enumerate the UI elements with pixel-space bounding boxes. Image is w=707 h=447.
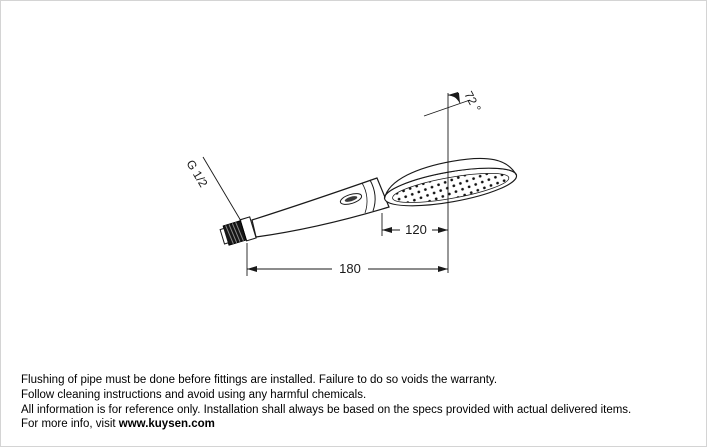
angle-dimension-72: 72 ° (424, 89, 484, 116)
handle-button (339, 191, 363, 206)
dimension-180: 180 (247, 243, 448, 276)
angle-label: 72 ° (461, 89, 484, 115)
dimension-120: 120 (382, 213, 448, 237)
hand-shower-illustration (219, 151, 519, 248)
footer-notes: Flushing of pipe must be done before fit… (21, 373, 691, 432)
note-warranty: Flushing of pipe must be done before fit… (21, 374, 498, 386)
shower-technical-drawing: 72 ° G 1/2 120 180 (183, 89, 707, 276)
note-more-info: For more info, visit www.kuysen.com (21, 417, 691, 432)
spray-face-nozzles (391, 167, 511, 208)
spray-head-cap (380, 151, 516, 199)
dimension-120-label: 120 (405, 222, 427, 237)
spray-head (380, 151, 519, 214)
shower-handle (252, 178, 389, 237)
note-cleaning: Follow cleaning instructions and avoid u… (21, 388, 367, 401)
thread-callout: G 1/2 (183, 157, 241, 221)
website-text: www.kuysen.com (118, 418, 215, 431)
thread-connector (219, 217, 256, 247)
dimension-180-label: 180 (339, 261, 361, 276)
note-reference: All information is for reference only. I… (21, 403, 632, 416)
more-info-prefix: For more info, visit (21, 418, 119, 431)
